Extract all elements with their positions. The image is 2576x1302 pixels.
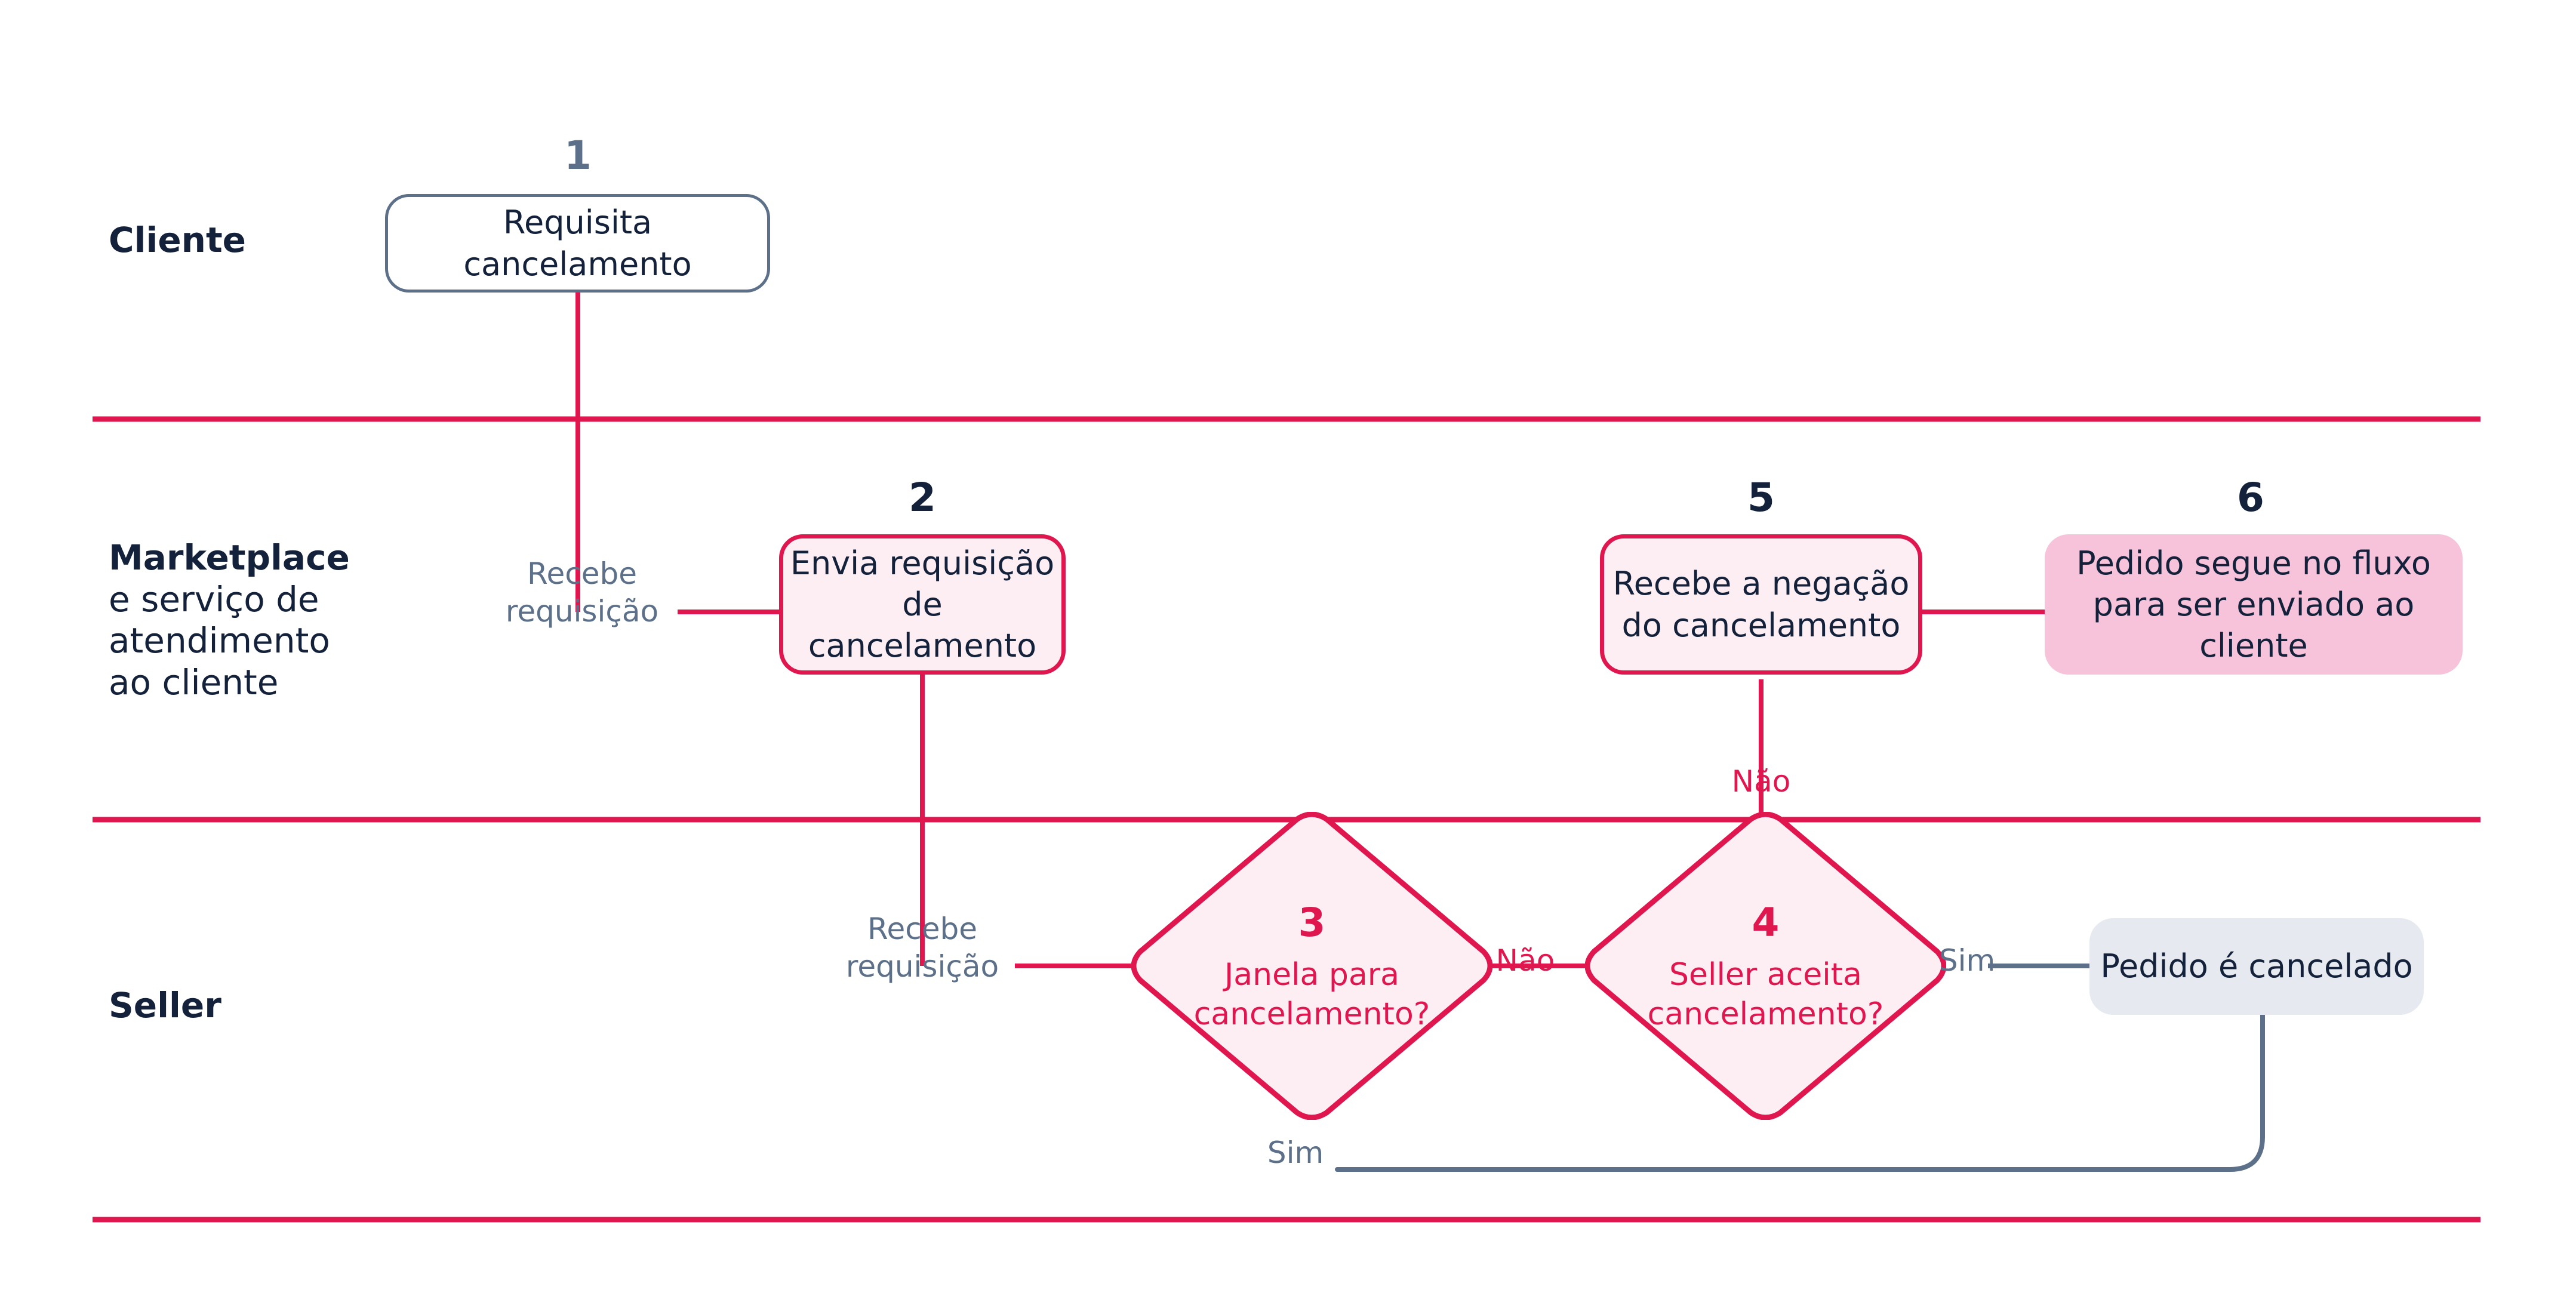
node-requisita-cancelamento[interactable]: Requisita cancelamento bbox=[385, 194, 770, 293]
edge-label-text: Sim bbox=[1267, 1135, 1324, 1170]
edge-label-nao-vertical: Não bbox=[1701, 763, 1821, 801]
node-envia-requisicao-cancelamento[interactable]: Envia requisição de cancelamento bbox=[779, 534, 1066, 675]
lane-title-cliente: Cliente bbox=[109, 220, 247, 260]
node-pedido-segue-fluxo[interactable]: Pedido segue no fluxo para ser enviado a… bbox=[2045, 534, 2463, 675]
edge-label-sim-right: Sim bbox=[1919, 942, 2015, 980]
edge-label-recebe-requisicao-1: Recebe requisição bbox=[487, 555, 678, 630]
node-label: Pedido é cancelado bbox=[2100, 947, 2413, 986]
diamond-shape-4 bbox=[1585, 812, 1946, 1120]
edge-label-sim-bottom: Sim bbox=[1248, 1134, 1343, 1172]
node-label-line-1: Envia requisição bbox=[790, 544, 1055, 582]
edge-label-line-2: requisição bbox=[845, 949, 999, 984]
edge-label-line-2: requisição bbox=[505, 594, 659, 629]
node-label-line-2: para ser enviado ao cliente bbox=[2092, 585, 2415, 665]
lane-label-marketplace: Marketplace e serviço de atendimento ao … bbox=[109, 537, 419, 703]
node-label-line-2: de cancelamento bbox=[808, 585, 1037, 665]
edge-label-recebe-requisicao-2: Recebe requisição bbox=[830, 910, 1015, 986]
lane-subtitle-marketplace: e serviço de atendimento ao cliente bbox=[109, 578, 330, 703]
node-recebe-negacao-cancelamento[interactable]: Recebe a negação do cancelamento bbox=[1600, 534, 1922, 675]
edge-label-line-1: Recebe bbox=[527, 556, 637, 591]
edge-label-nao-horizontal: Não bbox=[1466, 942, 1585, 980]
lane-title-seller: Seller bbox=[109, 985, 221, 1026]
edge-label-line-1: Recebe bbox=[867, 912, 977, 946]
node-seller-aceita-cancelamento[interactable]: 4 Seller aceita cancelamento? bbox=[1585, 812, 1946, 1120]
lane-title-marketplace: Marketplace bbox=[109, 537, 350, 578]
edge-label-text: Não bbox=[1731, 764, 1791, 799]
lane-label-cliente: Cliente bbox=[109, 220, 389, 261]
node-label: Requisita cancelamento bbox=[463, 204, 692, 283]
node-pedido-e-cancelado[interactable]: Pedido é cancelado bbox=[2089, 918, 2424, 1015]
node-label-line-1: Pedido segue no fluxo bbox=[2076, 544, 2431, 582]
node-janela-para-cancelamento[interactable]: 3 Janela para cancelamento? bbox=[1131, 812, 1492, 1120]
node-number-5: 5 bbox=[1747, 475, 1775, 521]
node-number-1: 1 bbox=[564, 133, 592, 178]
edge-label-text: Sim bbox=[1938, 943, 1996, 978]
node-number-2: 2 bbox=[909, 475, 936, 521]
diamond-shape-3 bbox=[1131, 812, 1492, 1120]
lane-label-seller: Seller bbox=[109, 985, 389, 1027]
node-label-line-2: do cancelamento bbox=[1621, 606, 1901, 644]
node-number-6: 6 bbox=[2237, 475, 2264, 521]
edge-label-text: Não bbox=[1495, 943, 1555, 978]
node-label-line-1: Recebe a negação bbox=[1612, 565, 1910, 603]
connector-n3-to-final bbox=[1335, 1012, 2265, 1172]
